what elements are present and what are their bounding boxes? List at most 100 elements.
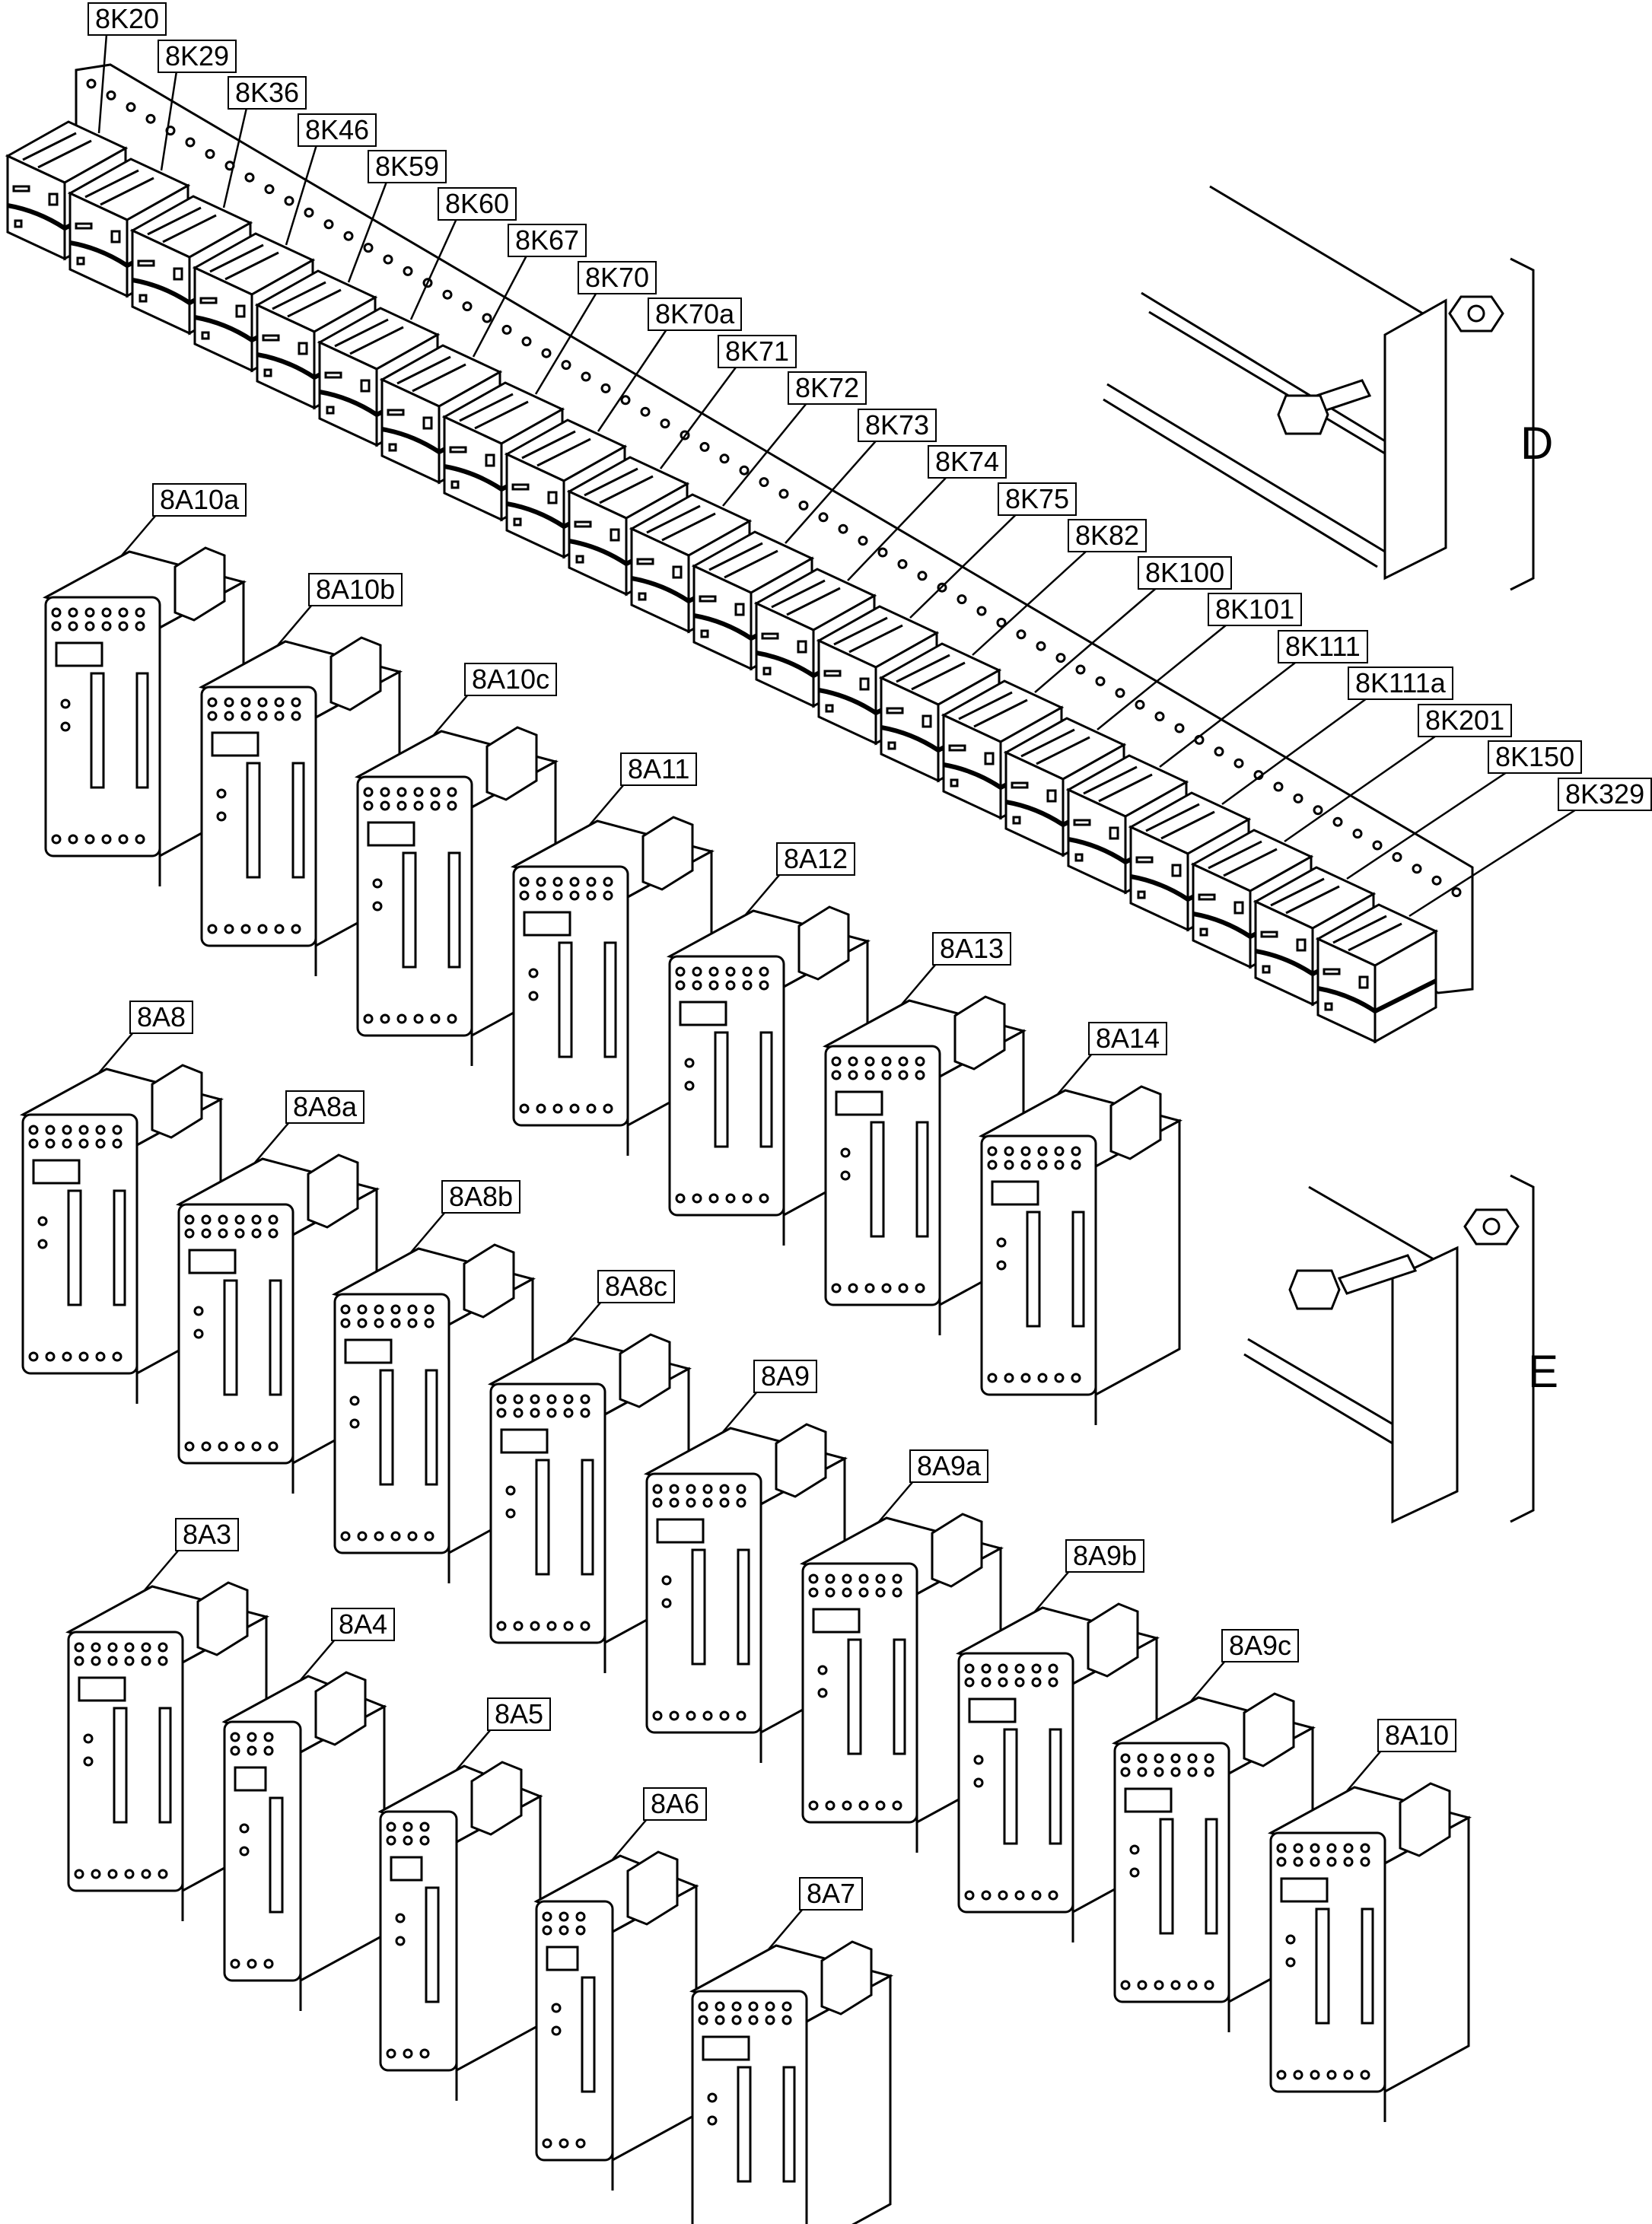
module-8a10c [354,726,559,1066]
leader-line [97,33,108,134]
leader-line [254,1122,290,1163]
callout-8k20: 8K20 [88,2,167,36]
callout-8a8a: 8A8a [285,1090,365,1124]
rail-hole [1115,688,1125,698]
rail-hole [106,90,116,100]
rail-hole [640,406,651,417]
rail-hole [462,301,473,312]
leader-line [847,476,947,581]
callout-8a8c: 8A8c [597,1270,676,1303]
callout-8k46: 8K46 [298,113,377,147]
rail-hole [1293,793,1303,803]
callout-8k82: 8K82 [1068,519,1147,552]
rail-hole [739,465,750,476]
callout-8a12: 8A12 [776,842,856,876]
leader-line [144,1549,180,1591]
rail-hole [1412,864,1422,874]
callout-8k36: 8K36 [228,76,307,110]
rail-hole [304,207,314,218]
rail-hole [1016,629,1027,640]
callout-8k60: 8K60 [438,186,517,221]
leader-line [347,181,388,283]
leader-line [909,513,1017,619]
rail-hole [501,324,512,335]
rail-hole [660,418,670,429]
module-8a8c [487,1333,692,1673]
leader-line [433,694,469,736]
callout-8k29: 8K29 [158,39,237,73]
rail-hole [343,231,354,241]
detail-d-bracket [1103,185,1535,591]
leader-line [98,1032,134,1074]
rail-hole [1036,641,1046,651]
callout-8a7: 8A7 [799,1877,864,1911]
leader-line [659,365,738,469]
rail-hole [759,477,769,488]
leader-line [121,514,157,556]
rail-hole [600,383,611,393]
leader-line [472,255,528,358]
rail-hole [86,78,97,89]
leader-line [722,402,807,507]
rail-hole [1451,887,1462,898]
rail-hole [798,500,809,511]
leader-line [785,439,877,544]
leader-line [1346,771,1507,880]
callout-8a8b: 8A8b [441,1180,521,1214]
rail-hole [185,137,196,148]
relay-group [5,120,1439,1044]
callout-8a10: 8A10 [1377,1719,1457,1752]
callout-8a10b: 8A10b [308,573,403,606]
leader-line [456,1729,492,1771]
rail-hole [1313,805,1323,816]
leader-line [277,604,313,646]
callout-8k150: 8K150 [1488,740,1583,774]
rail-hole [620,395,631,406]
detail-label-d: D [1520,418,1554,469]
rail-hole [1332,816,1343,827]
callout-8a9c: 8A9c [1221,1629,1300,1662]
rail-hole [145,113,156,124]
module-8a6 [533,1850,699,2191]
callout-8k101: 8K101 [1208,593,1303,626]
leader-line [1346,1750,1382,1792]
rail-hole [719,453,730,464]
rail-hole [323,219,334,230]
callout-8k70: 8K70 [578,260,657,294]
rail-hole [1135,699,1145,710]
callout-8a9b: 8A9b [1065,1539,1145,1573]
callout-8a4: 8A4 [331,1608,396,1641]
rail-hole [284,196,294,206]
leader-line [1034,587,1157,693]
callout-8k70a: 8K70a [648,297,743,331]
leader-line [285,145,318,246]
rail-hole [403,266,413,276]
rail-hole [205,148,215,159]
relay-8k36 [129,195,253,336]
callout-8k74: 8K74 [928,445,1007,479]
rail-hole [264,184,275,195]
callout-8k100: 8K100 [1138,555,1233,590]
rail-hole [1055,653,1066,663]
leader-line [300,1639,336,1681]
leader-line [1034,1570,1070,1612]
module-group [19,546,1472,2224]
leader-line [160,71,178,171]
module-8a5 [377,1761,543,2101]
callout-8k329: 8K329 [1558,777,1652,811]
rail-hole [897,558,908,569]
rail-hole [976,606,987,616]
callout-8k75: 8K75 [998,482,1077,516]
rail-hole [561,360,571,371]
rail-hole [363,243,374,253]
leader-line [612,1818,648,1860]
leader-line [589,784,625,826]
leader-line [1190,1660,1226,1702]
rail-hole [1214,746,1224,757]
callout-8k59: 8K59 [368,150,447,183]
leader-line [1159,660,1297,768]
rail-hole [541,348,552,358]
leader-line [1057,1053,1093,1095]
relay-8k329 [1315,903,1439,1044]
rail-hole [877,547,888,558]
